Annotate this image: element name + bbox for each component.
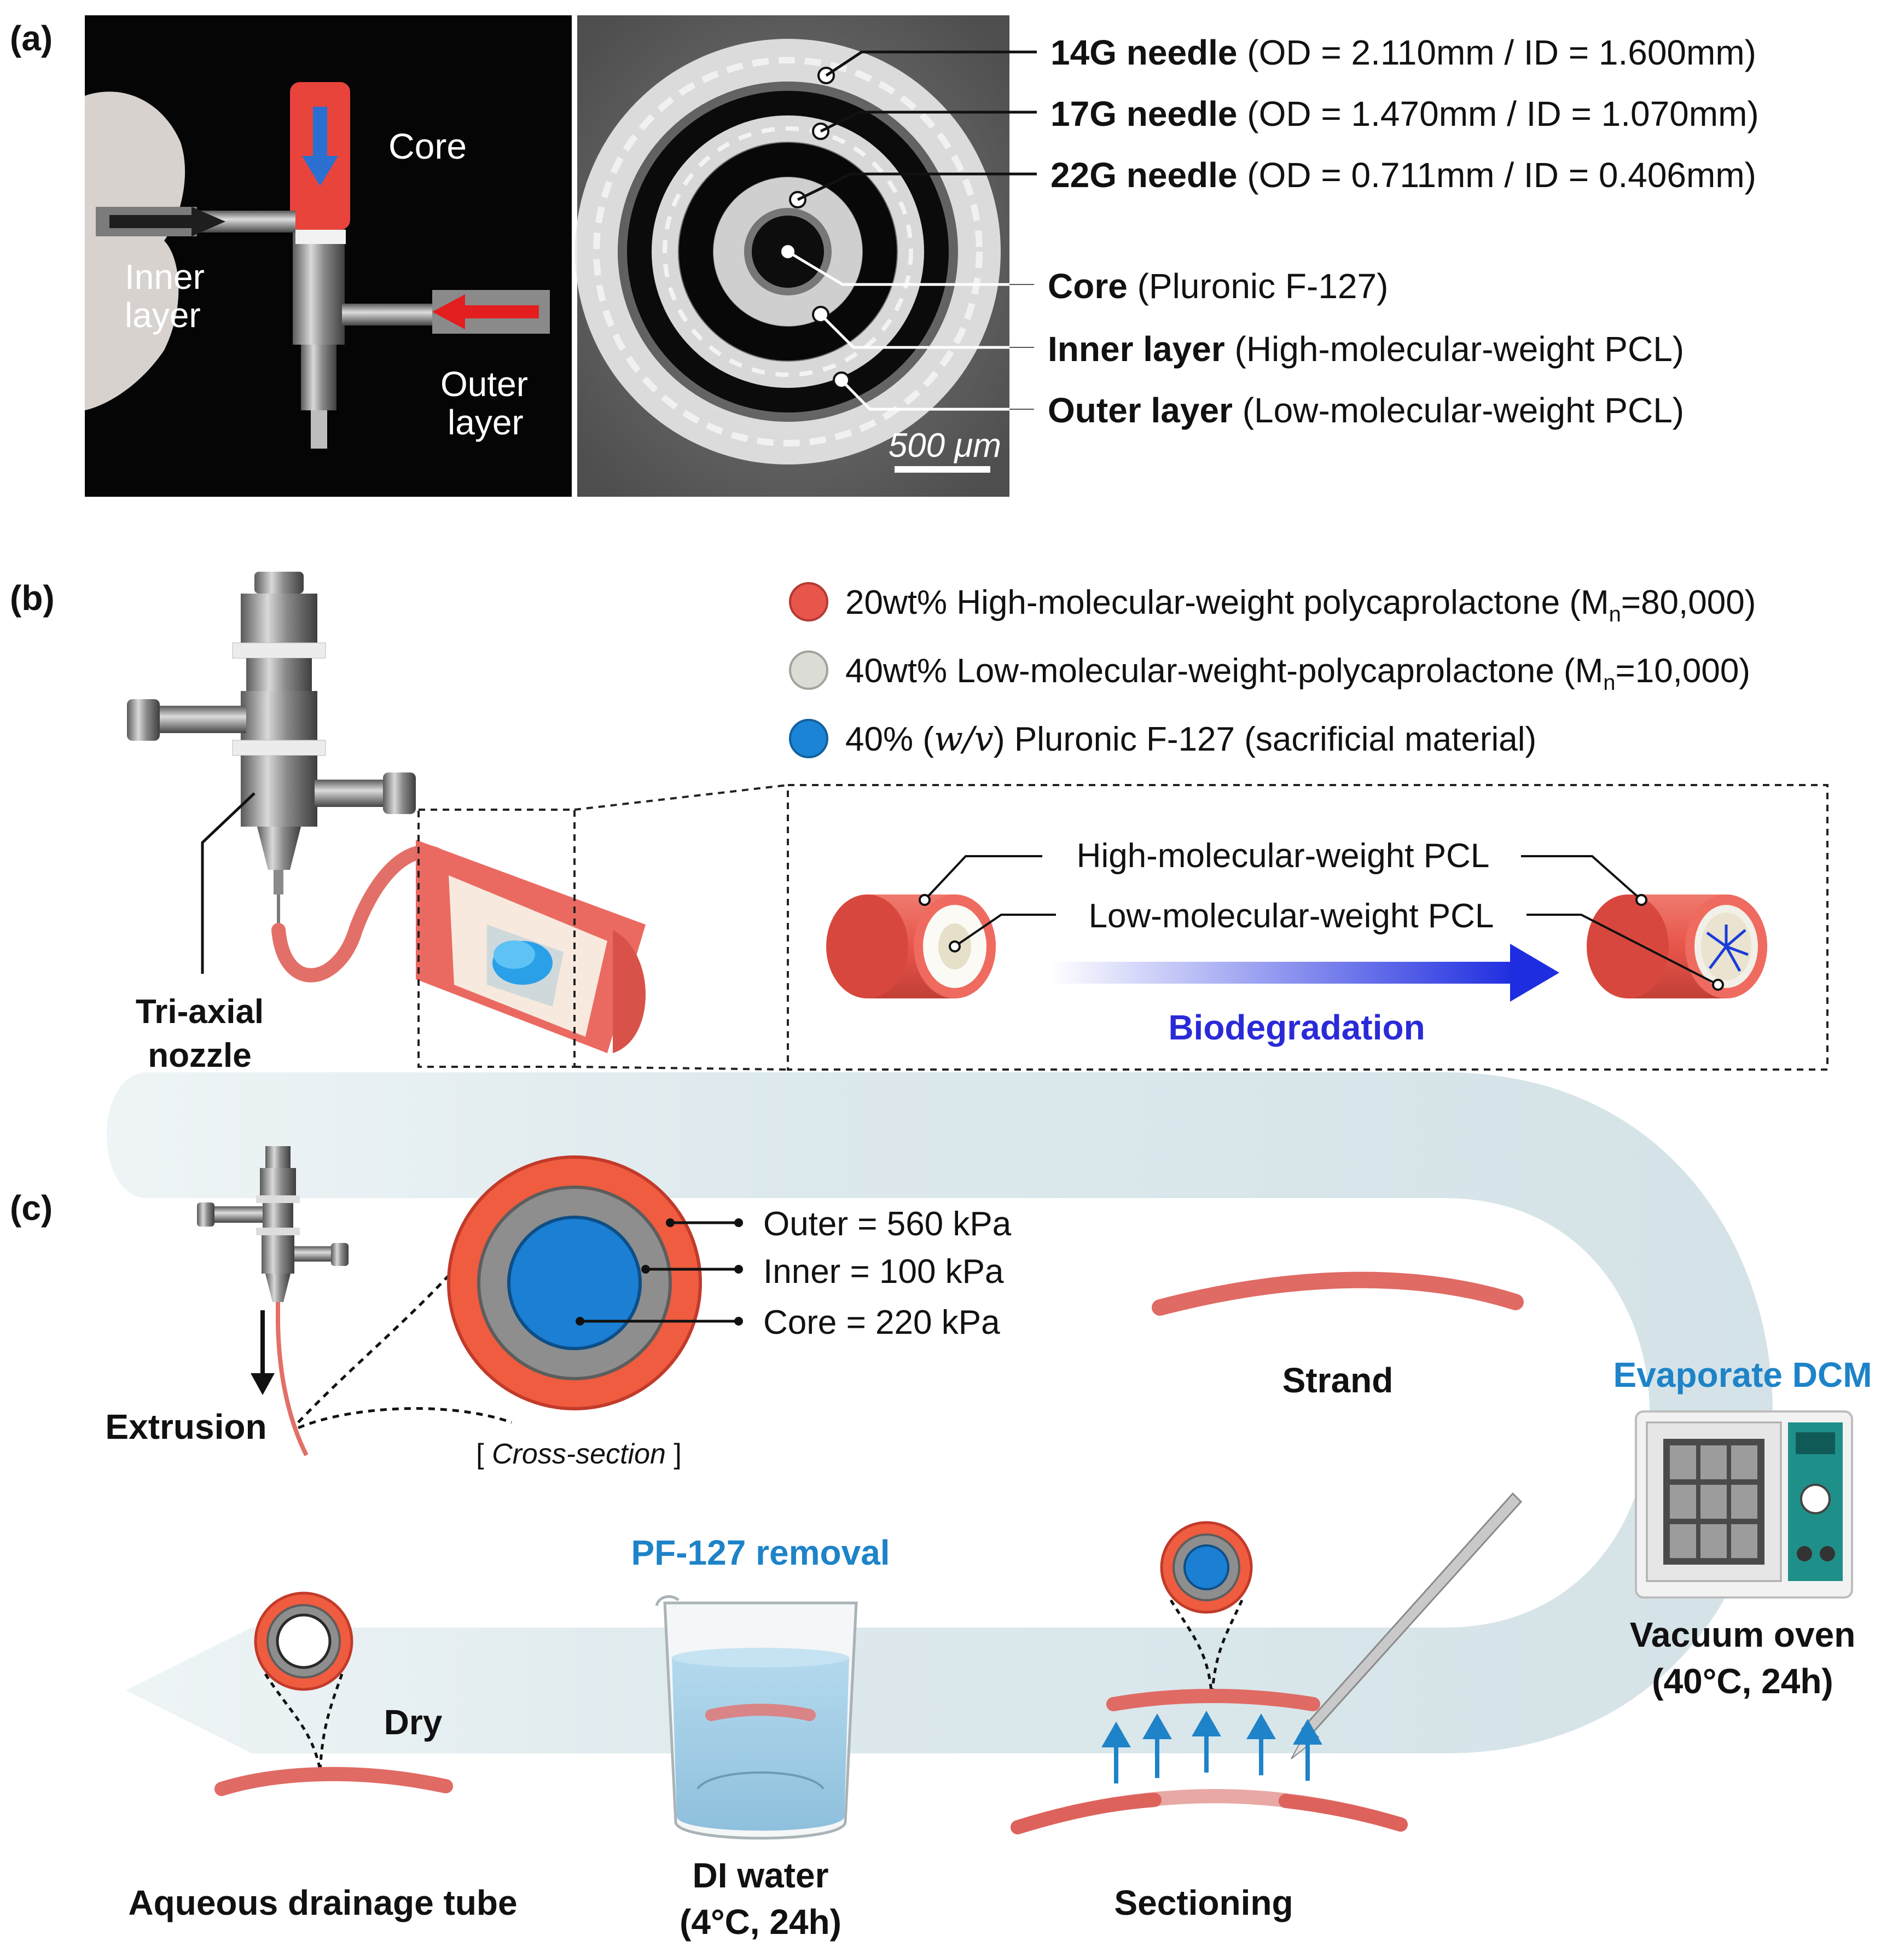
photo-outer-label-1: Outer <box>440 364 528 404</box>
tube-before <box>826 894 996 998</box>
outer-dot <box>734 1218 743 1227</box>
sectioning-arrows <box>1101 1710 1322 1783</box>
layer-outer: Outer layer (Low-molecular-weight PCL) <box>1048 391 1684 430</box>
cross-section-dash <box>297 1263 512 1430</box>
di-water-label-2: (4°C, 24h) <box>680 1902 841 1942</box>
extrusion-nozzle <box>197 1146 349 1456</box>
panel-b: (b) 20wt% High-molecular-weight polycapr… <box>10 572 1828 1074</box>
layer-leaders <box>787 250 1034 411</box>
evaporate-label: Evaporate DCM <box>1613 1355 1872 1395</box>
outer-dot-start <box>666 1218 675 1227</box>
needle-22g: 22G needle (OD = 0.711mm / ID = 0.406mm) <box>1050 155 1756 195</box>
inner-modulus: Inner = 100 kPa <box>763 1253 1004 1291</box>
modulus-leaders <box>580 1221 739 1323</box>
layer-leaders-outline <box>1009 284 1034 410</box>
strand <box>1152 1271 1524 1316</box>
photo-outer-label-2: layer <box>448 403 524 442</box>
needle-14g: 14G needle (OD = 2.110mm / ID = 1.600mm) <box>1050 33 1756 72</box>
section-cross <box>1160 1521 1253 1699</box>
section-strand-top <box>1106 1689 1320 1711</box>
cross-section-label: [ Cross-section ] <box>476 1438 682 1470</box>
drainage-tube <box>214 1767 453 1796</box>
leader-dot-low-2 <box>1712 979 1724 991</box>
material-legend: 20wt% High-molecular-weight polycaprolac… <box>789 582 1756 759</box>
photo-inner-label-1: Inner <box>125 257 205 297</box>
panel-b-label: (b) <box>10 578 55 618</box>
legend-swatch-high-pcl <box>789 582 828 621</box>
high-pcl-label: High-molecular-weight PCL <box>1077 837 1490 875</box>
needle-17g: 17G needle (OD = 1.470mm / ID = 1.070mm) <box>1050 94 1759 133</box>
tri-axial-nozzle: Tri-axial nozzle <box>127 572 646 1074</box>
sectioning-label: Sectioning <box>1114 1883 1293 1922</box>
panel-c: (c) Extrusion <box>10 1072 1872 1942</box>
leader-dot-high-2 <box>1635 894 1647 906</box>
pf-removal-label: PF-127 removal <box>631 1533 890 1572</box>
panel-a-label: (a) <box>10 19 53 58</box>
photo-inner-label-2: layer <box>125 295 201 335</box>
tube-after <box>1587 894 1767 998</box>
nozzle-photo: Core Inner layer Outer layer <box>85 15 572 497</box>
zoom-box <box>417 784 1828 1071</box>
core-dot <box>734 1317 743 1326</box>
nozzle-label-1: Tri-axial <box>136 993 264 1031</box>
panel-a: (a) Core <box>10 15 1759 497</box>
low-pcl-label: Low-molecular-weight PCL <box>1089 897 1494 935</box>
section-strand-bottom-left <box>1011 1793 1162 1834</box>
leader-dot-low <box>949 940 961 952</box>
needle-leaders <box>797 50 1037 201</box>
layer-core: Core (Pluronic F-127) <box>1048 266 1388 306</box>
nozzle-label-2: nozzle <box>148 1037 251 1074</box>
layer-inner: Inner layer (High-molecular-weight PCL) <box>1048 329 1684 369</box>
needle-spec-list: 14G needle (OD = 2.110mm / ID = 1.600mm)… <box>1048 33 1759 430</box>
beaker <box>655 1595 858 1840</box>
core-modulus: Core = 220 kPa <box>763 1304 1000 1341</box>
strand-label: Strand <box>1282 1361 1394 1400</box>
di-water-label-1: DI water <box>693 1856 829 1895</box>
biodegradation-arrow <box>1050 944 1559 1002</box>
legend-high-pcl: 20wt% High-molecular-weight polycaprolac… <box>845 584 1756 626</box>
photo-core-label: Core <box>388 126 467 166</box>
extrusion-label: Extrusion <box>105 1407 266 1446</box>
pcl-leaders <box>924 855 1719 986</box>
drainage-tube-label: Aqueous drainage tube <box>128 1883 517 1922</box>
dry-label: Dry <box>384 1703 443 1742</box>
scale-bar-label: 500 μm <box>889 427 1001 464</box>
panel-c-label: (c) <box>10 1188 53 1228</box>
oven-label-1: Vacuum oven <box>1630 1615 1856 1654</box>
legend-low-pcl: 40wt% Low-molecular-weight-polycaprolact… <box>845 652 1750 695</box>
legend-pluronic: 40% (w/v) Pluronic F-127 (sacrificial ma… <box>845 719 1536 759</box>
inner-dot-start <box>641 1265 650 1274</box>
inner-dot <box>734 1265 743 1274</box>
leader-dot-high <box>919 894 931 906</box>
biodegradation-label: Biodegradation <box>1168 1008 1425 1047</box>
vacuum-oven <box>1635 1410 1853 1599</box>
section-strand-bottom-right <box>1279 1794 1408 1832</box>
legend-swatch-low-pcl <box>789 650 828 690</box>
oven-label-2: (40°C, 24h) <box>1652 1661 1833 1701</box>
core-dot-start <box>576 1317 584 1326</box>
legend-swatch-pluronic <box>789 719 828 758</box>
outer-modulus: Outer = 560 kPa <box>763 1205 1012 1243</box>
dry-cross <box>254 1591 353 1770</box>
cross-section <box>447 1155 702 1410</box>
